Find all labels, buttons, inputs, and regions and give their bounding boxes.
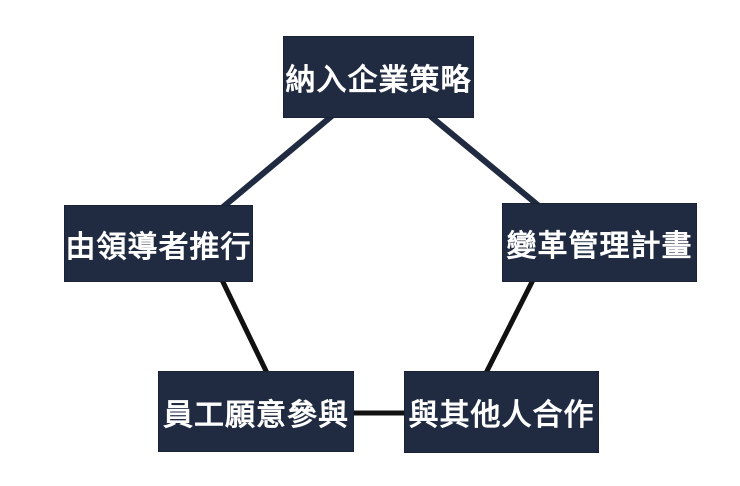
node-right-label: 變革管理計畫 [506,229,693,263]
node-bottom-right-label: 與其他人合作 [408,399,595,432]
connector-left-bottomleft [219,278,270,375]
connector-top-right [427,112,541,209]
connector-right-bottomright [483,278,536,375]
node-left-label: 由領導者推行 [65,230,252,264]
node-bottom-left-label: 員工願意參與 [163,398,349,432]
node-top: 納入企業策略 [283,36,474,118]
node-left: 由領導者推行 [64,205,253,282]
node-top-label: 納入企業策略 [285,64,472,97]
node-right: 變革管理計畫 [502,203,697,282]
node-bottom-right: 與其他人合作 [404,371,599,453]
connector-top-left [221,112,335,210]
node-bottom-left: 員工願意參與 [158,371,354,452]
